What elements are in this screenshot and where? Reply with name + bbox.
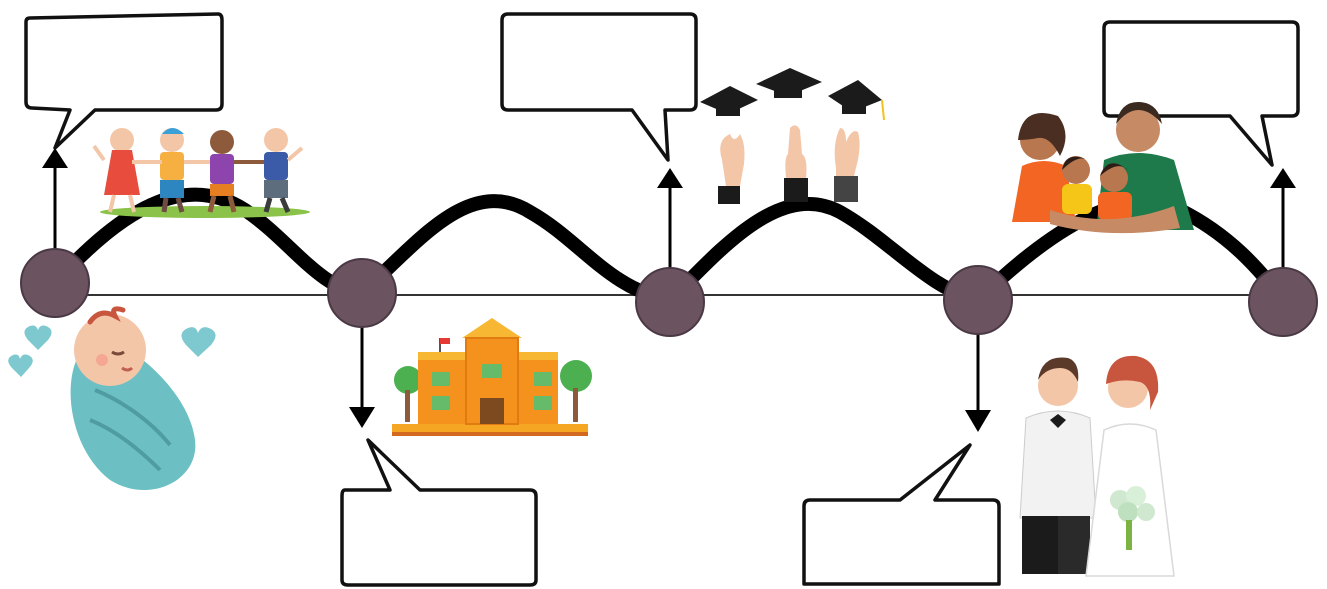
arrowhead-graduation bbox=[657, 168, 683, 188]
arrowhead-marriage bbox=[965, 410, 991, 432]
arrowhead-family bbox=[1270, 168, 1296, 188]
family-hug-icon bbox=[1012, 102, 1194, 234]
wedding-couple-icon bbox=[1019, 355, 1175, 577]
callout-bubble-childhood[interactable] bbox=[340, 438, 538, 587]
timeline-node-graduation bbox=[635, 267, 705, 337]
callout-bubble-marriage[interactable] bbox=[802, 443, 1001, 586]
timeline-node-birth bbox=[20, 248, 90, 318]
arrowhead-birth bbox=[42, 148, 68, 168]
timeline-node-childhood bbox=[327, 258, 397, 328]
baby-icon bbox=[8, 306, 216, 491]
callout-bubble-birth[interactable] bbox=[24, 12, 224, 150]
playing-children-icon bbox=[92, 128, 310, 218]
timeline-node-marriage bbox=[943, 265, 1013, 335]
callout-bubble-family[interactable] bbox=[1102, 20, 1300, 167]
callout-bubble-graduation[interactable] bbox=[500, 12, 698, 162]
school-building-icon bbox=[392, 318, 592, 436]
graduation-caps-icon bbox=[700, 68, 885, 204]
timeline-node-family bbox=[1248, 267, 1318, 337]
arrowhead-childhood bbox=[349, 407, 375, 428]
